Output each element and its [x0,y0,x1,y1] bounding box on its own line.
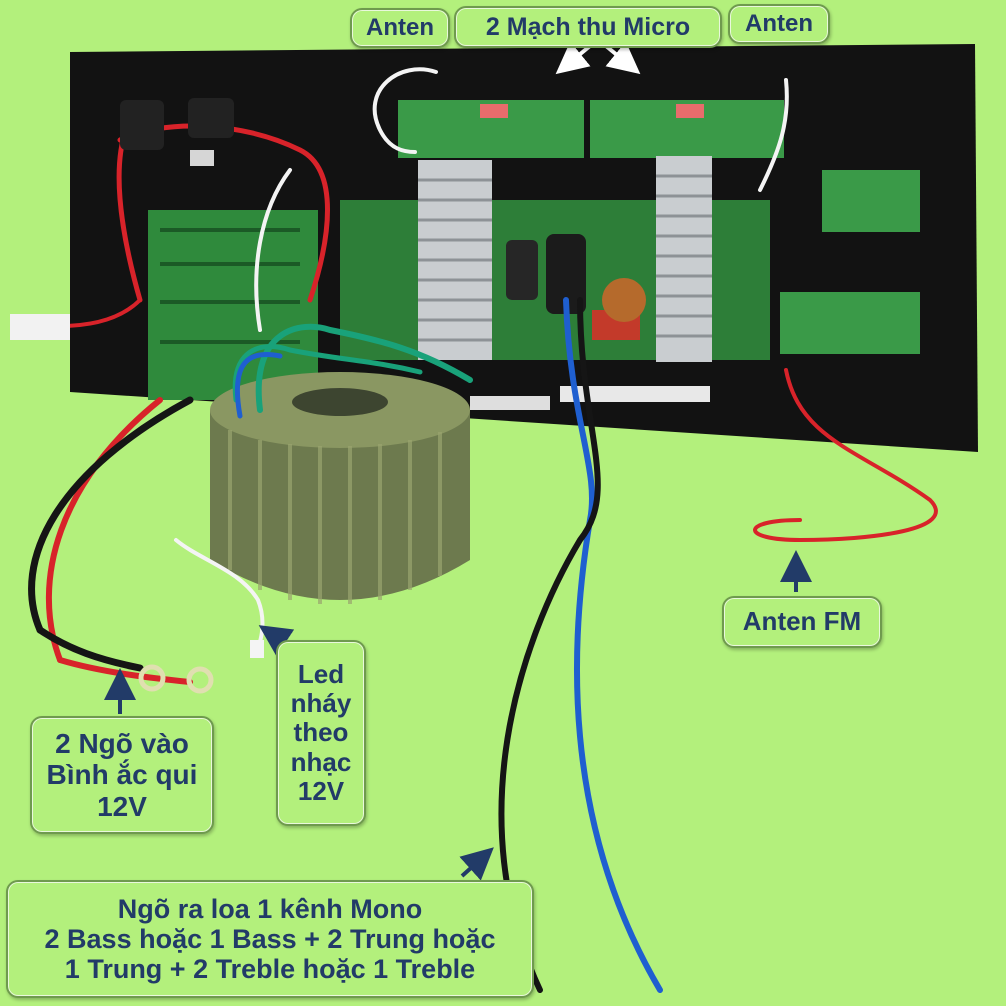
led-connector [250,640,264,658]
label-speaker-output: Ngõ ra loa 1 kênh Mono 2 Bass hoặc 1 Bas… [6,880,534,998]
ribbon-cable-2 [470,396,550,410]
heatsink-left [418,160,492,360]
speaker-black-wire [498,297,601,993]
control-module [780,292,920,354]
white-connector [10,314,70,340]
panel-switch [190,150,214,166]
antenna-white-wire-right [758,78,789,192]
label-antenna-fm: Anten FM [722,596,882,648]
label-antenna-right: Anten [728,4,830,44]
label-led-music: Led nháy theo nhạc 12V [276,640,366,826]
ribbon-cable [560,386,710,402]
label-antenna-left: Anten [350,8,450,48]
label-battery-input: 2 Ngõ vào Bình ắc qui 12V [30,716,214,834]
board-red-wires [117,123,330,303]
ring-terminal-1 [138,664,166,692]
label-mic-receivers: 2 Mạch thu Micro [454,6,722,48]
mic-receiver-connector-left [480,104,508,118]
fm-module [822,170,920,232]
heatsink-right [656,156,712,362]
panel-socket-2 [188,98,234,138]
left-pcb-traces [160,228,300,344]
toroid-inductor [602,278,646,322]
left-main-pcb [148,210,318,400]
speaker-blue-wire [563,297,663,993]
capacitor-large [546,234,586,314]
toroidal-transformer [210,372,470,604]
antenna-white-wire-left [372,67,438,154]
panel-socket-1 [120,100,164,150]
ring-terminal-2 [186,666,214,694]
fm-antenna-red-wire [753,368,938,543]
battery-black-wire [28,396,194,634]
mic-receiver-connector-right [676,104,704,118]
capacitor-small [506,240,538,300]
transformer-blue-wire [234,351,283,419]
battery-red-wire [45,397,163,663]
